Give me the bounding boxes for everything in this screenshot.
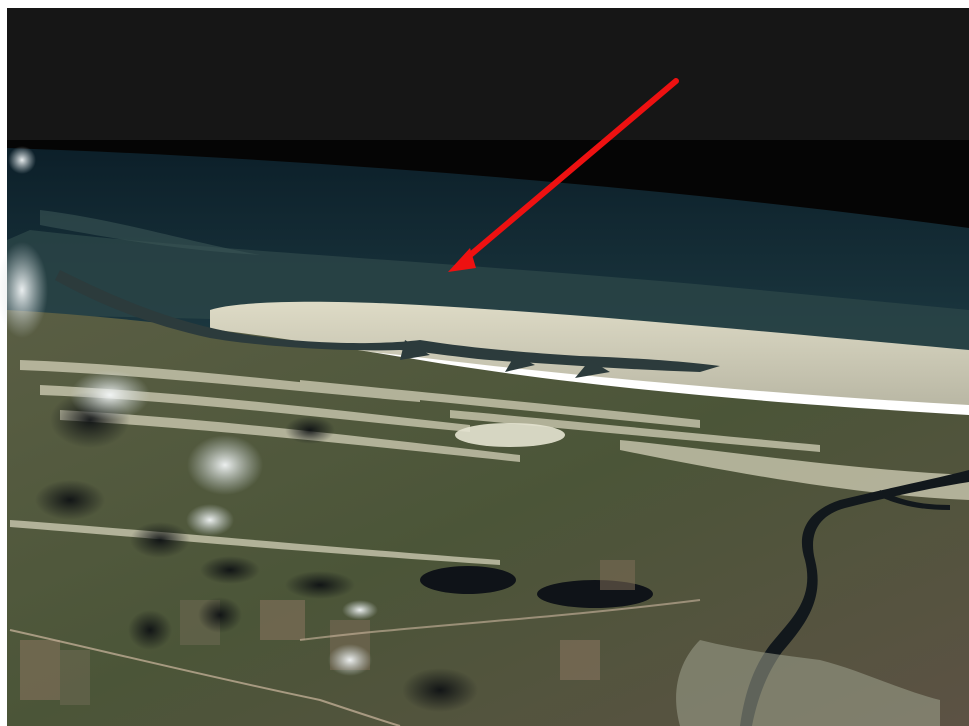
- black-edge: [7, 140, 969, 235]
- lake-1: [420, 566, 516, 594]
- tidal-flat: [7, 230, 969, 360]
- clouds: [0, 146, 378, 676]
- land-area: [7, 310, 969, 726]
- red-arrow-icon: [459, 78, 679, 265]
- river-sandbar: [676, 640, 940, 726]
- red-arrow-head-icon: [448, 248, 476, 272]
- lagoon-channel: [55, 270, 720, 372]
- lake-2: [537, 580, 653, 608]
- dark-band: [7, 8, 969, 148]
- sand-beach: [210, 301, 969, 405]
